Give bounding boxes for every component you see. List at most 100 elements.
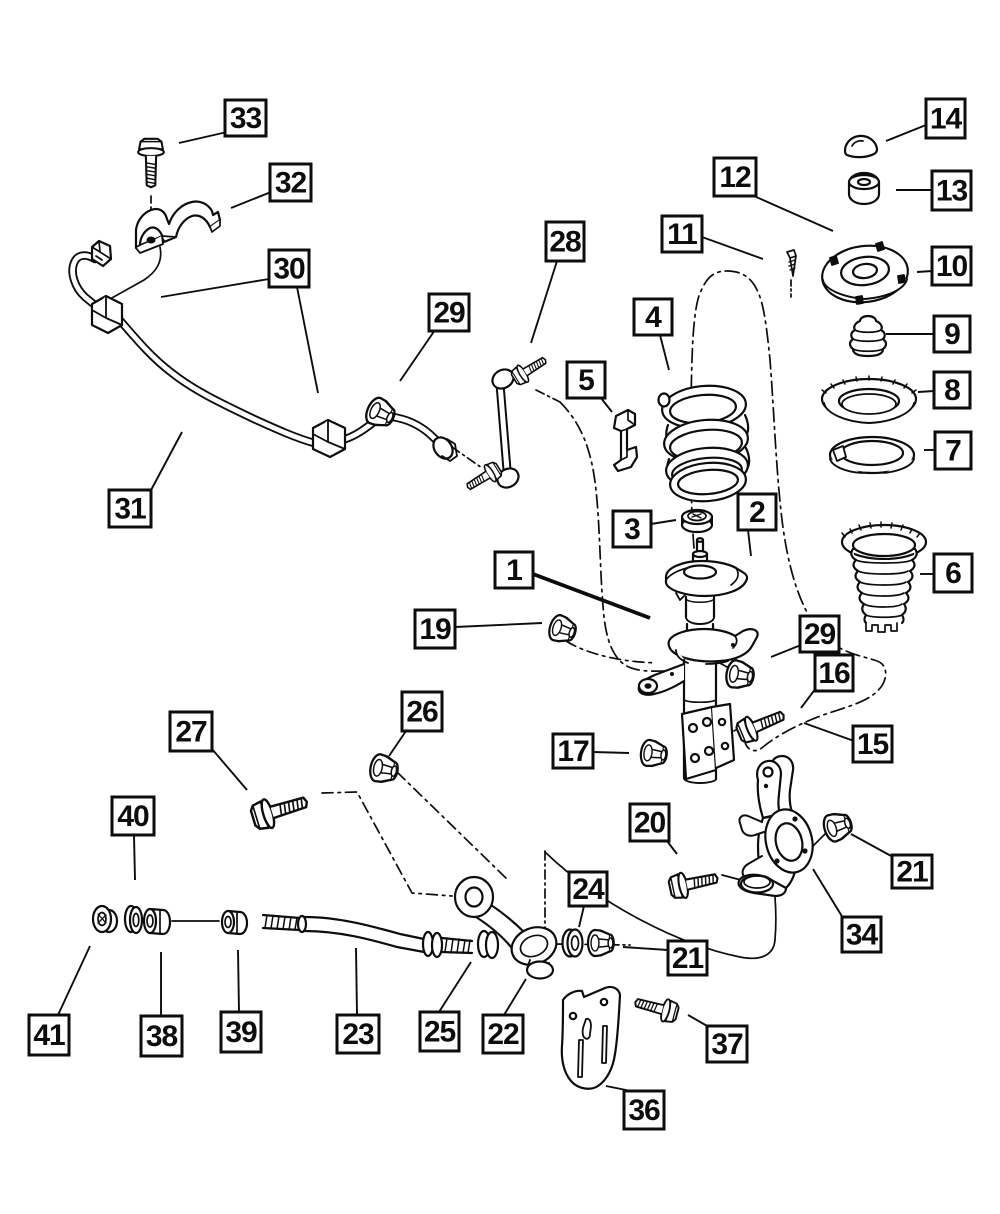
arm-pivot-nut-part	[366, 751, 402, 787]
callout-boxes: 3332302928315432119111214131098762916151…	[27, 97, 974, 1131]
callout-4: 4	[632, 297, 674, 337]
leader-line-21	[622, 946, 669, 951]
leader-line-1	[532, 572, 651, 620]
callout-label-41: 41	[33, 1019, 65, 1052]
callout-38: 38	[139, 1014, 184, 1058]
callout-label-7: 7	[945, 435, 961, 468]
callout-label-39: 39	[225, 1016, 257, 1049]
stabilizer-bushing-part	[90, 294, 347, 459]
callout-label-22: 22	[487, 1018, 519, 1051]
callout-8: 8	[932, 370, 972, 410]
strut-assembly-part	[637, 537, 759, 784]
bracket-bolt-part	[137, 137, 165, 189]
rod-bushing-39-part	[220, 909, 249, 936]
callout-box-9	[932, 314, 972, 354]
leader-line-4	[659, 334, 670, 371]
leader-line-26	[388, 730, 407, 757]
callout-label-36: 36	[628, 1094, 660, 1127]
stabilizer-link-part	[461, 350, 552, 497]
callout-12: 12	[712, 156, 758, 198]
bar-clamp-bracket-part	[134, 200, 222, 254]
leader-line-15	[803, 722, 855, 742]
callout-box-37	[705, 1024, 749, 1064]
callout-label-1: 1	[506, 554, 522, 587]
callout-box-36	[622, 1089, 666, 1131]
callout-label-29: 29	[804, 618, 836, 651]
leader-line-40	[133, 834, 136, 881]
leader-line-29	[770, 644, 802, 658]
clevis-bolt-part	[732, 702, 790, 747]
leader-line-34	[812, 868, 844, 919]
leader-line-41	[57, 945, 91, 1016]
callout-25: 25	[418, 1010, 461, 1053]
callout-label-32: 32	[275, 167, 307, 200]
callout-32: 32	[268, 162, 313, 203]
jounce-bumper-part	[848, 314, 888, 358]
leader-line-14	[885, 124, 927, 142]
callout-label-3: 3	[624, 513, 640, 546]
callout-box-19	[413, 608, 457, 650]
callout-34: 34	[840, 915, 883, 954]
leader-line-22	[503, 978, 527, 1016]
leader-line-23	[355, 947, 358, 1016]
leader-line-19	[454, 622, 543, 628]
leader-line-30	[296, 286, 319, 394]
callout-22: 22	[481, 1013, 525, 1055]
callout-40: 40	[110, 795, 156, 837]
callout-27: 27	[168, 710, 214, 753]
callout-box-28	[544, 220, 586, 263]
callout-label-28: 28	[549, 226, 581, 259]
leader-line-21	[850, 833, 894, 858]
callout-17: 17	[551, 732, 595, 770]
callout-10: 10	[930, 245, 973, 287]
callout-31: 31	[107, 488, 153, 529]
callout-label-29: 29	[433, 297, 465, 330]
callout-label-17: 17	[557, 735, 589, 768]
callout-box-3	[611, 509, 653, 549]
callout-label-6: 6	[945, 557, 961, 590]
callout-label-4: 4	[645, 301, 662, 334]
callout-9: 9	[932, 314, 972, 354]
callout-3: 3	[611, 509, 653, 549]
leader-line-24	[578, 905, 585, 928]
callout-label-16: 16	[818, 657, 850, 690]
leader-line-5	[600, 397, 613, 413]
steering-knuckle-part	[737, 754, 814, 898]
knuckle-bolt-part	[666, 864, 722, 902]
callout-41: 41	[27, 1013, 71, 1057]
callout-box-23	[335, 1013, 381, 1055]
spring-seat-bearing-part	[820, 375, 918, 424]
strut-mount-part	[821, 241, 909, 305]
leader-line-11	[701, 236, 764, 260]
control-arm-part	[453, 875, 558, 980]
callout-box-13	[930, 169, 973, 212]
callout-box-22	[481, 1013, 525, 1055]
callout-label-31: 31	[114, 493, 146, 526]
rod-bushing-41-part	[91, 904, 119, 934]
shield-bolt-part	[631, 990, 682, 1026]
callout-box-38	[139, 1014, 184, 1058]
callout-box-25	[418, 1010, 461, 1053]
callout-box-32	[268, 162, 313, 203]
callout-label-10: 10	[936, 250, 968, 283]
callout-box-5	[565, 360, 607, 400]
link-nut-part	[545, 612, 581, 647]
callout-box-33	[223, 98, 268, 138]
callout-box-6	[932, 552, 974, 594]
callout-label-12: 12	[719, 161, 751, 194]
callout-box-30	[267, 248, 311, 289]
callout-5: 5	[565, 360, 607, 400]
callout-box-40	[110, 795, 156, 837]
callout-label-34: 34	[846, 919, 879, 952]
leader-line-33	[178, 131, 228, 144]
callout-box-14	[924, 97, 967, 140]
callout-15: 15	[851, 724, 894, 764]
callout-16: 16	[813, 653, 855, 693]
callout-label-21: 21	[672, 942, 704, 975]
shield-bracket-part	[560, 985, 622, 1090]
callout-label-27: 27	[175, 716, 207, 749]
leader-lines	[57, 124, 935, 1092]
callout-label-37: 37	[711, 1028, 743, 1061]
callout-label-21: 21	[896, 856, 928, 889]
